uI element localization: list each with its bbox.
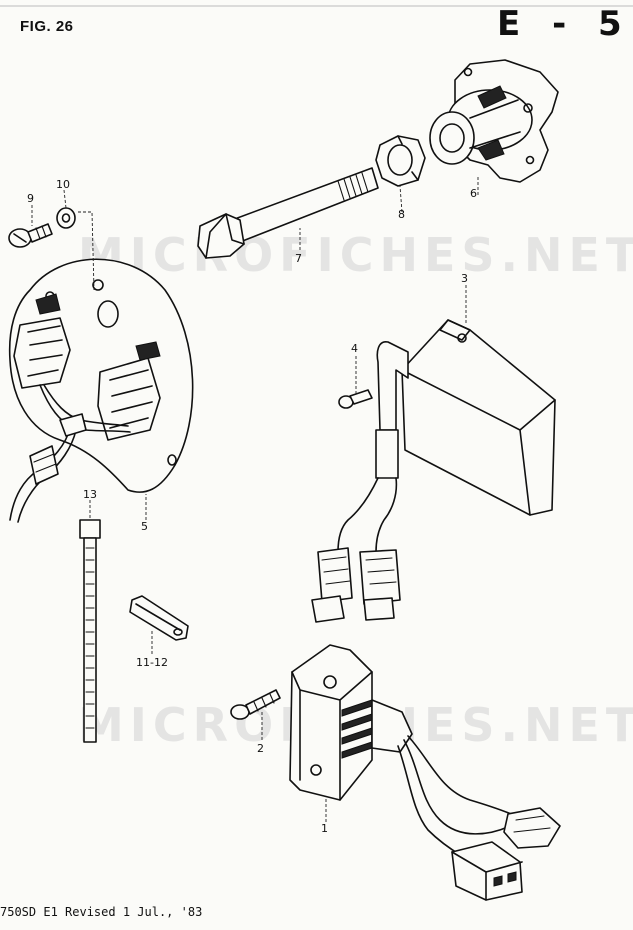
callout-9: 9	[27, 192, 34, 205]
callout-10: 10	[56, 178, 70, 191]
part-13-cable-tie	[79, 519, 101, 743]
callout-5: 5	[141, 520, 148, 533]
part-7-bolt	[197, 167, 379, 259]
revision-footer: 750SD E1 Revised 1 Jul., '83	[0, 905, 203, 919]
watermark-top: MICROFICHES.NET	[78, 228, 633, 282]
part-10-washer	[56, 207, 76, 229]
callout-6: 6	[470, 187, 477, 200]
callout-4: 4	[351, 342, 358, 355]
part-2-screw	[230, 689, 281, 720]
part-5-stator-plate	[8, 258, 194, 523]
callout-13: 13	[83, 488, 97, 501]
part-6-pickup-assembly	[429, 59, 559, 183]
callout-3: 3	[461, 272, 468, 285]
section-code: E - 5	[497, 4, 632, 44]
callout-8: 8	[398, 208, 405, 221]
callout-7: 7	[295, 252, 302, 265]
callout-11-12: 11-12	[136, 656, 168, 669]
callout-leaders	[31, 175, 479, 822]
callout-1: 1	[321, 822, 328, 835]
part-11-12-clamp	[129, 595, 189, 641]
part-3-cdi-unit	[311, 319, 556, 623]
part-9-screw	[8, 223, 53, 248]
figure-label: FIG. 26	[20, 18, 74, 35]
part-1-regulator-rectifier	[289, 644, 561, 901]
part-4-screw	[338, 389, 373, 409]
part-8-nut	[375, 135, 426, 187]
callout-2: 2	[257, 742, 264, 755]
